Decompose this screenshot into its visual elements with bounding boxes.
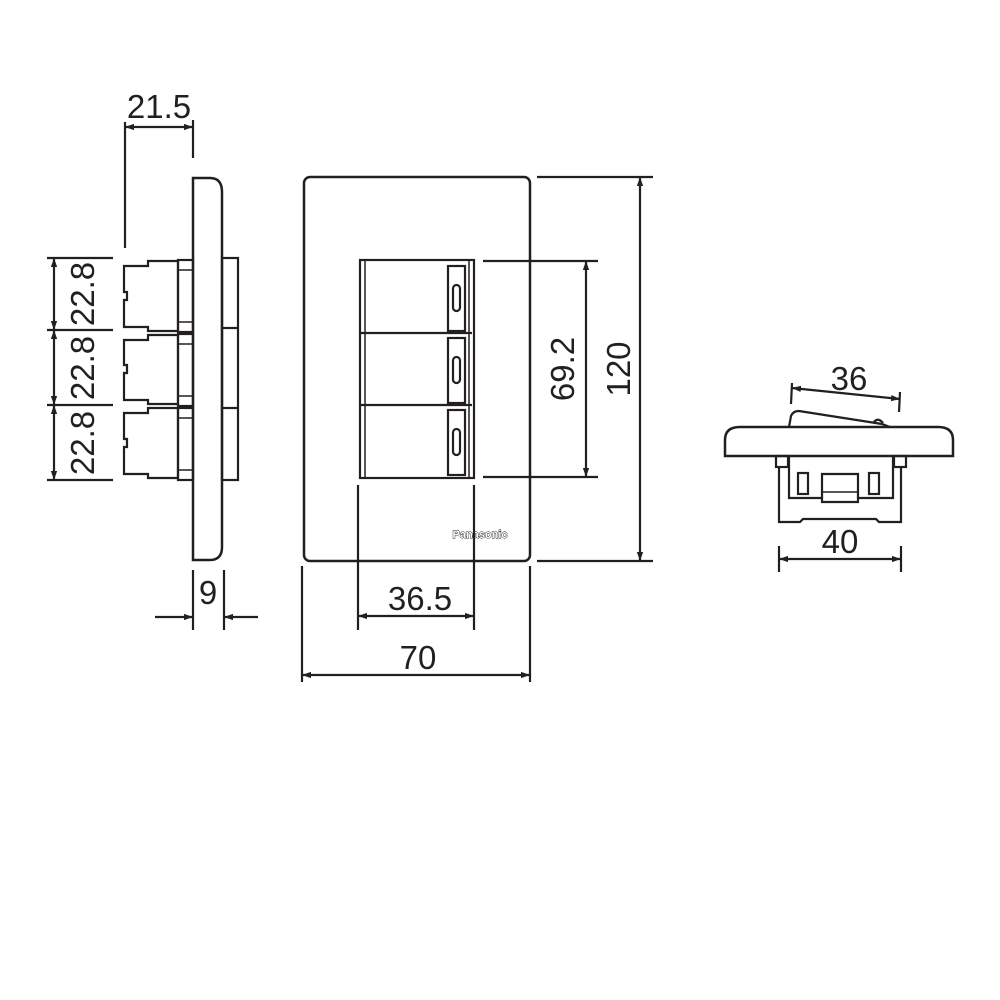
switch-block bbox=[358, 258, 476, 480]
side-view: 21.5 22.8 22.8 22.8 9 bbox=[47, 88, 258, 630]
dim-depth-total: 21.5 bbox=[127, 88, 191, 125]
front-view: Panasonic 69.2 120 36.5 70 bbox=[300, 175, 653, 682]
brand-logo: Panasonic bbox=[452, 529, 507, 541]
rear-housing bbox=[220, 256, 240, 482]
front-plate bbox=[302, 175, 532, 563]
rocker bbox=[787, 409, 891, 429]
top-view: 36 40 bbox=[723, 360, 955, 572]
dim-module-pitch-2: 22.8 bbox=[64, 336, 101, 400]
indicators bbox=[446, 264, 467, 477]
dim-module-width: 36.5 bbox=[388, 580, 452, 617]
dim-plate-height: 120 bbox=[600, 341, 637, 396]
top-plate bbox=[723, 425, 955, 458]
dim-body-width: 40 bbox=[822, 523, 859, 560]
dim-plate-width: 70 bbox=[400, 639, 437, 676]
dim-plate-thickness: 9 bbox=[199, 574, 217, 611]
side-modules bbox=[122, 258, 195, 482]
side-plate bbox=[191, 176, 224, 562]
dim-module-pitch-3: 22.8 bbox=[64, 411, 101, 475]
dim-module-pitch-1: 22.8 bbox=[64, 262, 101, 326]
dim-rocker-length: 36 bbox=[831, 360, 868, 397]
dim-module-height: 69.2 bbox=[544, 337, 581, 401]
